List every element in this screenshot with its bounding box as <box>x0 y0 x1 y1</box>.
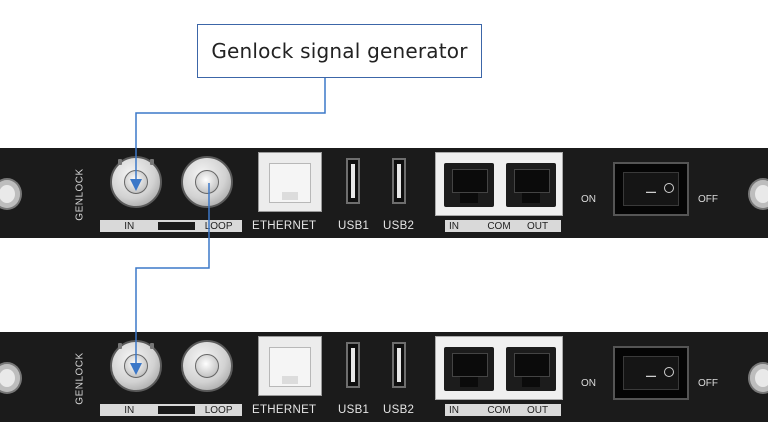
com-out-rj45-port[interactable] <box>506 163 556 207</box>
genlock-generator-callout: Genlock signal generator <box>197 24 482 78</box>
com-port-block <box>435 336 563 400</box>
genlock-loop-bnc-connector[interactable] <box>181 156 233 208</box>
device-panel-bottom: GENLOCK IN LOOP ETHERNET USB1 USB2 IN CO… <box>0 332 768 422</box>
switch-ring-icon <box>664 183 674 193</box>
switch-dash-icon: – <box>646 365 657 385</box>
usb1-port[interactable] <box>346 158 360 204</box>
com-out-label: OUT <box>527 220 549 232</box>
bnc-label-bar: IN LOOP <box>100 404 242 416</box>
usb1-label: USB1 <box>338 404 370 416</box>
com-in-rj45-port[interactable] <box>444 163 494 207</box>
rack-mount-hole-right <box>748 178 768 210</box>
genlock-in-bnc-connector[interactable] <box>110 156 162 208</box>
genlock-in-bnc-connector[interactable] <box>110 340 162 392</box>
ethernet-port[interactable] <box>258 152 322 212</box>
rack-mount-hole-left <box>0 178 26 210</box>
bnc-in-label: IN <box>124 220 135 232</box>
com-out-rj45-port[interactable] <box>506 347 556 391</box>
ethernet-label: ETHERNET <box>252 220 317 232</box>
com-label-bar: IN COM OUT <box>445 404 561 416</box>
bnc-loop-label: LOOP <box>204 220 233 232</box>
com-label: COM <box>487 220 511 232</box>
bnc-loop-label: LOOP <box>204 404 233 416</box>
com-out-label: OUT <box>527 404 549 416</box>
switch-dash-icon: – <box>646 181 657 201</box>
bnc-label-bar: IN LOOP <box>100 220 242 232</box>
usb1-label: USB1 <box>338 220 370 232</box>
usb2-label: USB2 <box>383 220 415 232</box>
genlock-vertical-label: GENLOCK <box>74 351 86 405</box>
usb2-port[interactable] <box>392 158 406 204</box>
switch-off-label: OFF <box>698 194 718 205</box>
genlock-vertical-label: GENLOCK <box>74 167 86 221</box>
com-label: COM <box>487 404 511 416</box>
switch-off-label: OFF <box>698 378 718 389</box>
usb1-port[interactable] <box>346 342 360 388</box>
usb2-port[interactable] <box>392 342 406 388</box>
switch-on-label: ON <box>581 194 596 205</box>
callout-text: Genlock signal generator <box>211 39 468 63</box>
com-in-label: IN <box>449 404 459 416</box>
ethernet-port[interactable] <box>258 336 322 396</box>
switch-ring-icon <box>664 367 674 377</box>
switch-on-label: ON <box>581 378 596 389</box>
com-label-bar: IN COM OUT <box>445 220 561 232</box>
genlock-loop-bnc-connector[interactable] <box>181 340 233 392</box>
com-in-label: IN <box>449 220 459 232</box>
rack-mount-hole-left <box>0 362 26 394</box>
com-in-rj45-port[interactable] <box>444 347 494 391</box>
rack-mount-hole-right <box>748 362 768 394</box>
usb2-label: USB2 <box>383 404 415 416</box>
device-panel-top: GENLOCK IN LOOP ETHERNET USB1 USB2 IN CO… <box>0 148 768 238</box>
com-port-block <box>435 152 563 216</box>
power-rocker-switch[interactable]: – <box>613 346 689 400</box>
ethernet-label: ETHERNET <box>252 404 317 416</box>
bnc-in-label: IN <box>124 404 135 416</box>
power-rocker-switch[interactable]: – <box>613 162 689 216</box>
